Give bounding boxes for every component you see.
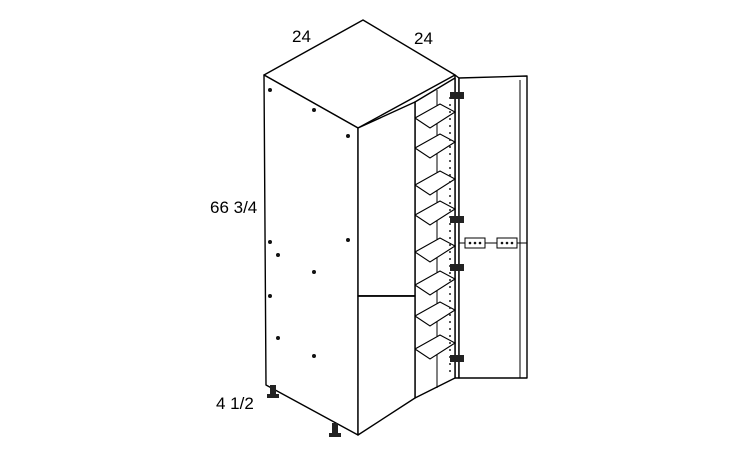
side-panel-holes — [268, 88, 350, 358]
lower-left-door — [357, 295, 416, 436]
pin-hole — [449, 279, 451, 281]
pin-hole — [449, 146, 451, 148]
toe-kick-dimension: 4 1/2 — [216, 394, 254, 413]
leveling-legs — [267, 385, 341, 437]
pin-hole — [449, 167, 451, 169]
pin-hole — [449, 293, 451, 295]
pin-hole — [449, 272, 451, 274]
pin-hole — [449, 349, 451, 351]
right-open-door — [458, 75, 528, 379]
pin-hole — [449, 321, 451, 323]
pin-hole — [449, 286, 451, 288]
pin-hole — [449, 335, 451, 337]
hinges — [450, 92, 464, 362]
pin-hole — [449, 111, 451, 113]
connector-brackets — [464, 237, 518, 249]
pin-hole — [449, 174, 451, 176]
pin-hole — [449, 132, 451, 134]
depth-dimension: 24 — [414, 29, 433, 48]
pin-hole — [449, 118, 451, 120]
pin-hole — [449, 363, 451, 365]
pin-hole — [449, 188, 451, 190]
width-dimension: 24 — [292, 27, 311, 46]
pin-hole — [449, 181, 451, 183]
pin-hole — [449, 153, 451, 155]
pin-hole — [449, 195, 451, 197]
shelf-pin-holes — [449, 97, 451, 372]
pin-hole — [449, 139, 451, 141]
pin-hole — [449, 125, 451, 127]
pin-hole — [449, 342, 451, 344]
pin-hole — [449, 202, 451, 204]
pin-hole — [449, 300, 451, 302]
pin-hole — [449, 251, 451, 253]
pin-hole — [449, 314, 451, 316]
pin-hole — [449, 160, 451, 162]
pin-hole — [449, 244, 451, 246]
pin-hole — [449, 230, 451, 232]
pin-hole — [449, 223, 451, 225]
pin-hole — [449, 237, 451, 239]
shelves — [413, 103, 457, 360]
height-dimension: 66 3/4 — [210, 198, 257, 217]
upper-left-door — [357, 101, 416, 297]
pin-hole — [449, 370, 451, 372]
pin-hole — [449, 209, 451, 211]
pin-hole — [449, 258, 451, 260]
pin-hole — [449, 307, 451, 309]
pin-hole — [449, 104, 451, 106]
pin-hole — [449, 328, 451, 330]
